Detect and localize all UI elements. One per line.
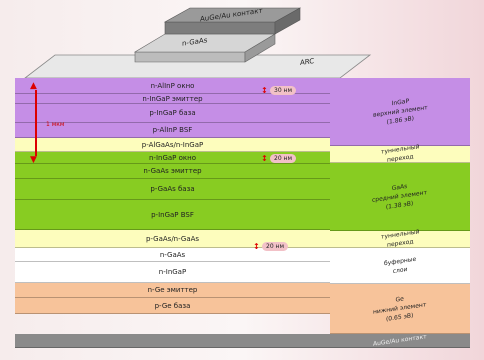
layer-row: p-InGaP база [15, 104, 330, 123]
layer-label: n-InGaP эмиттер [142, 94, 203, 103]
bottom-cell-region: Ge нижний элемент (0.65 эВ) [330, 284, 470, 334]
layer-label: n-InGaP окно [149, 153, 196, 162]
bottom-cell-label: Ge нижний элемент (0.65 эВ) [373, 295, 427, 323]
tj1-arrow-icon: ↕ [261, 154, 268, 163]
layer-row: n-Ge эмиттер [15, 283, 330, 298]
layer-row: p-Ge база [15, 298, 330, 314]
back-contact-label: AuGe/Au контакт [373, 333, 427, 348]
buffer-label: буферные слои [383, 255, 417, 275]
layer-row: n-InGaP эмиттер [15, 94, 330, 104]
layer-label: p-AlGaAs/n-InGaP [141, 140, 204, 149]
thickness-arrow-line [35, 90, 37, 156]
top-window-thickness: 30 нм [270, 86, 296, 95]
layer-label: n-GaAs [159, 250, 186, 259]
top-cell-region: InGaP верхний элемент (1.86 эВ) [330, 78, 470, 146]
layer-row: p-AlGaAs/n-InGaP [15, 138, 330, 152]
layer-row: n-AlInP окно [15, 78, 330, 94]
layer-row: n-InGaP окно [15, 152, 330, 164]
thickness-arrow-up-icon: ▲ [30, 81, 37, 91]
layer-label: p-GaAs/n-GaAs [145, 234, 200, 243]
contact-side-face [274, 7, 301, 35]
layer-row: p-GaAs база [15, 179, 330, 200]
layer-label: p-InGaP BSF [151, 210, 194, 219]
back-contact-front [15, 334, 330, 348]
layer-label: n-AlInP окно [150, 81, 195, 90]
layer-label: n-InGaP [158, 268, 187, 276]
top-cell-label: InGaP верхний элемент (1.86 эВ) [372, 97, 428, 126]
layer-row: n-InGaP [15, 262, 330, 283]
layer-label: p-AlInP BSF [152, 126, 193, 134]
layer-row: n-GaAs эмиттер [15, 164, 330, 179]
buffer-region: буферные слои [330, 248, 470, 284]
cap-front-face [134, 51, 246, 63]
tj1-thickness: 20 нм [270, 154, 296, 163]
layer-row: p-InGaP BSF [15, 200, 330, 230]
layer-row: n-GaAs [15, 248, 330, 262]
layer-label: p-GaAs база [150, 185, 195, 193]
one-micron-note: 1 мкм [46, 121, 65, 128]
layer-label: n-Ge эмиттер [147, 286, 198, 294]
middle-cell-region: GaAs средний элемент (1.38 эВ) [330, 163, 470, 231]
tj2-thickness: 20 нм [262, 242, 288, 251]
layer-label: n-GaAs эмиттер [143, 167, 202, 175]
back-contact-region: AuGe/Au контакт [330, 333, 470, 348]
contact-front-face [164, 21, 276, 35]
thickness-arrow-down-icon: ▼ [30, 155, 37, 165]
top-window-arrow-icon: ↕ [261, 86, 268, 95]
tunnel-junction-2-region: туннельный переход [330, 228, 470, 249]
tj2-arrow-icon: ↕ [253, 242, 260, 251]
tunnel-junction-1-region: туннельный переход [330, 143, 470, 164]
middle-cell-label: GaAs средний элемент (1.38 эВ) [372, 182, 428, 211]
layer-row: p-AlInP BSF [15, 123, 330, 138]
layer-row: p-GaAs/n-GaAs [15, 230, 330, 248]
layer-label: p-Ge база [154, 301, 191, 310]
layer-label: p-InGaP база [149, 109, 196, 117]
